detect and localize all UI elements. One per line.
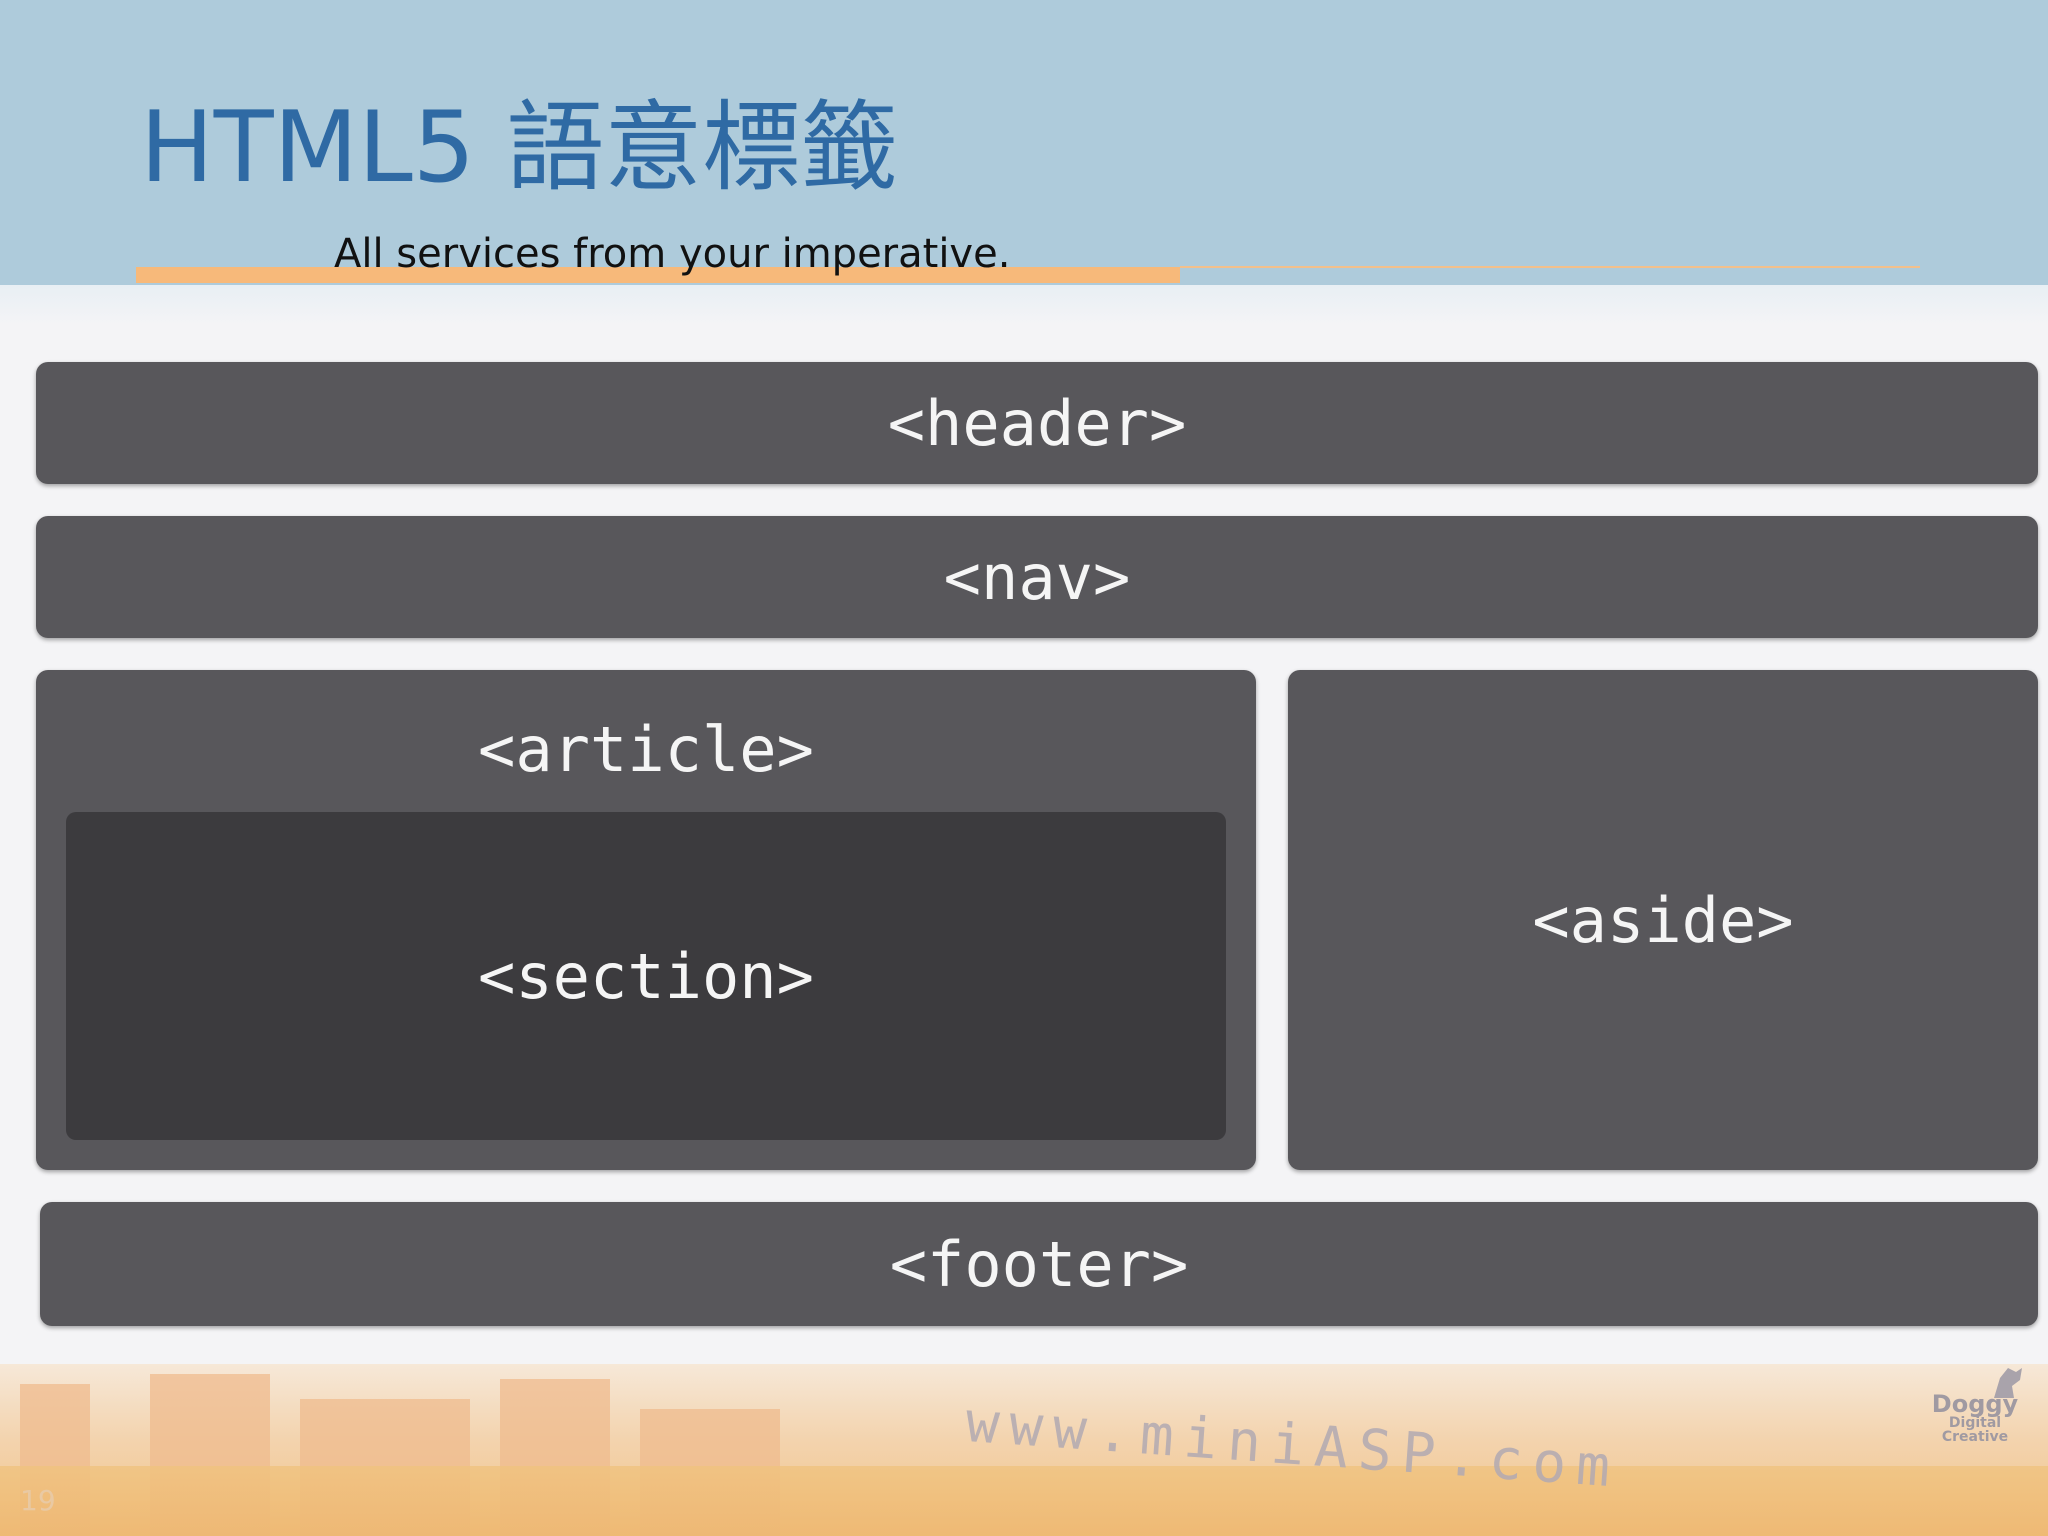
dog-logo-icon bbox=[1994, 1368, 2022, 1398]
section-box: <section> bbox=[66, 812, 1226, 1140]
brand-logo-sub2: Creative bbox=[1941, 1429, 2009, 1445]
section-box-label: <section> bbox=[478, 939, 814, 1013]
footer-box: <footer> bbox=[40, 1202, 2038, 1326]
header-box-label: <header> bbox=[887, 386, 1187, 460]
bottom-illustration bbox=[0, 1364, 2048, 1536]
title-band bbox=[0, 0, 2048, 285]
brand-logo-sub1: Digital bbox=[1948, 1415, 2002, 1431]
header-box: <header> bbox=[36, 362, 2038, 484]
nav-box-label: <nav> bbox=[943, 540, 1131, 614]
nav-box: <nav> bbox=[36, 516, 2038, 638]
slide-title: HTML5 語意標籤 bbox=[140, 91, 899, 205]
page-number: 19 bbox=[20, 1484, 56, 1517]
brand-logo: Doggy Digital Creative bbox=[1920, 1392, 2030, 1444]
article-box-label: <article> bbox=[478, 713, 814, 786]
brand-logo-name: Doggy bbox=[1931, 1390, 2019, 1418]
title-band-fade bbox=[0, 285, 2048, 325]
article-box: <article> <section> bbox=[36, 670, 1256, 1170]
slide-subtitle: All services from your imperative. bbox=[334, 231, 1011, 277]
title-accent-bar bbox=[136, 267, 1180, 283]
title-accent-line bbox=[1180, 266, 1920, 268]
aside-box-label: <aside> bbox=[1532, 883, 1794, 957]
aside-box: <aside> bbox=[1288, 670, 2038, 1170]
road-shape bbox=[0, 1466, 2048, 1536]
footer-box-label: <footer> bbox=[889, 1227, 1189, 1301]
